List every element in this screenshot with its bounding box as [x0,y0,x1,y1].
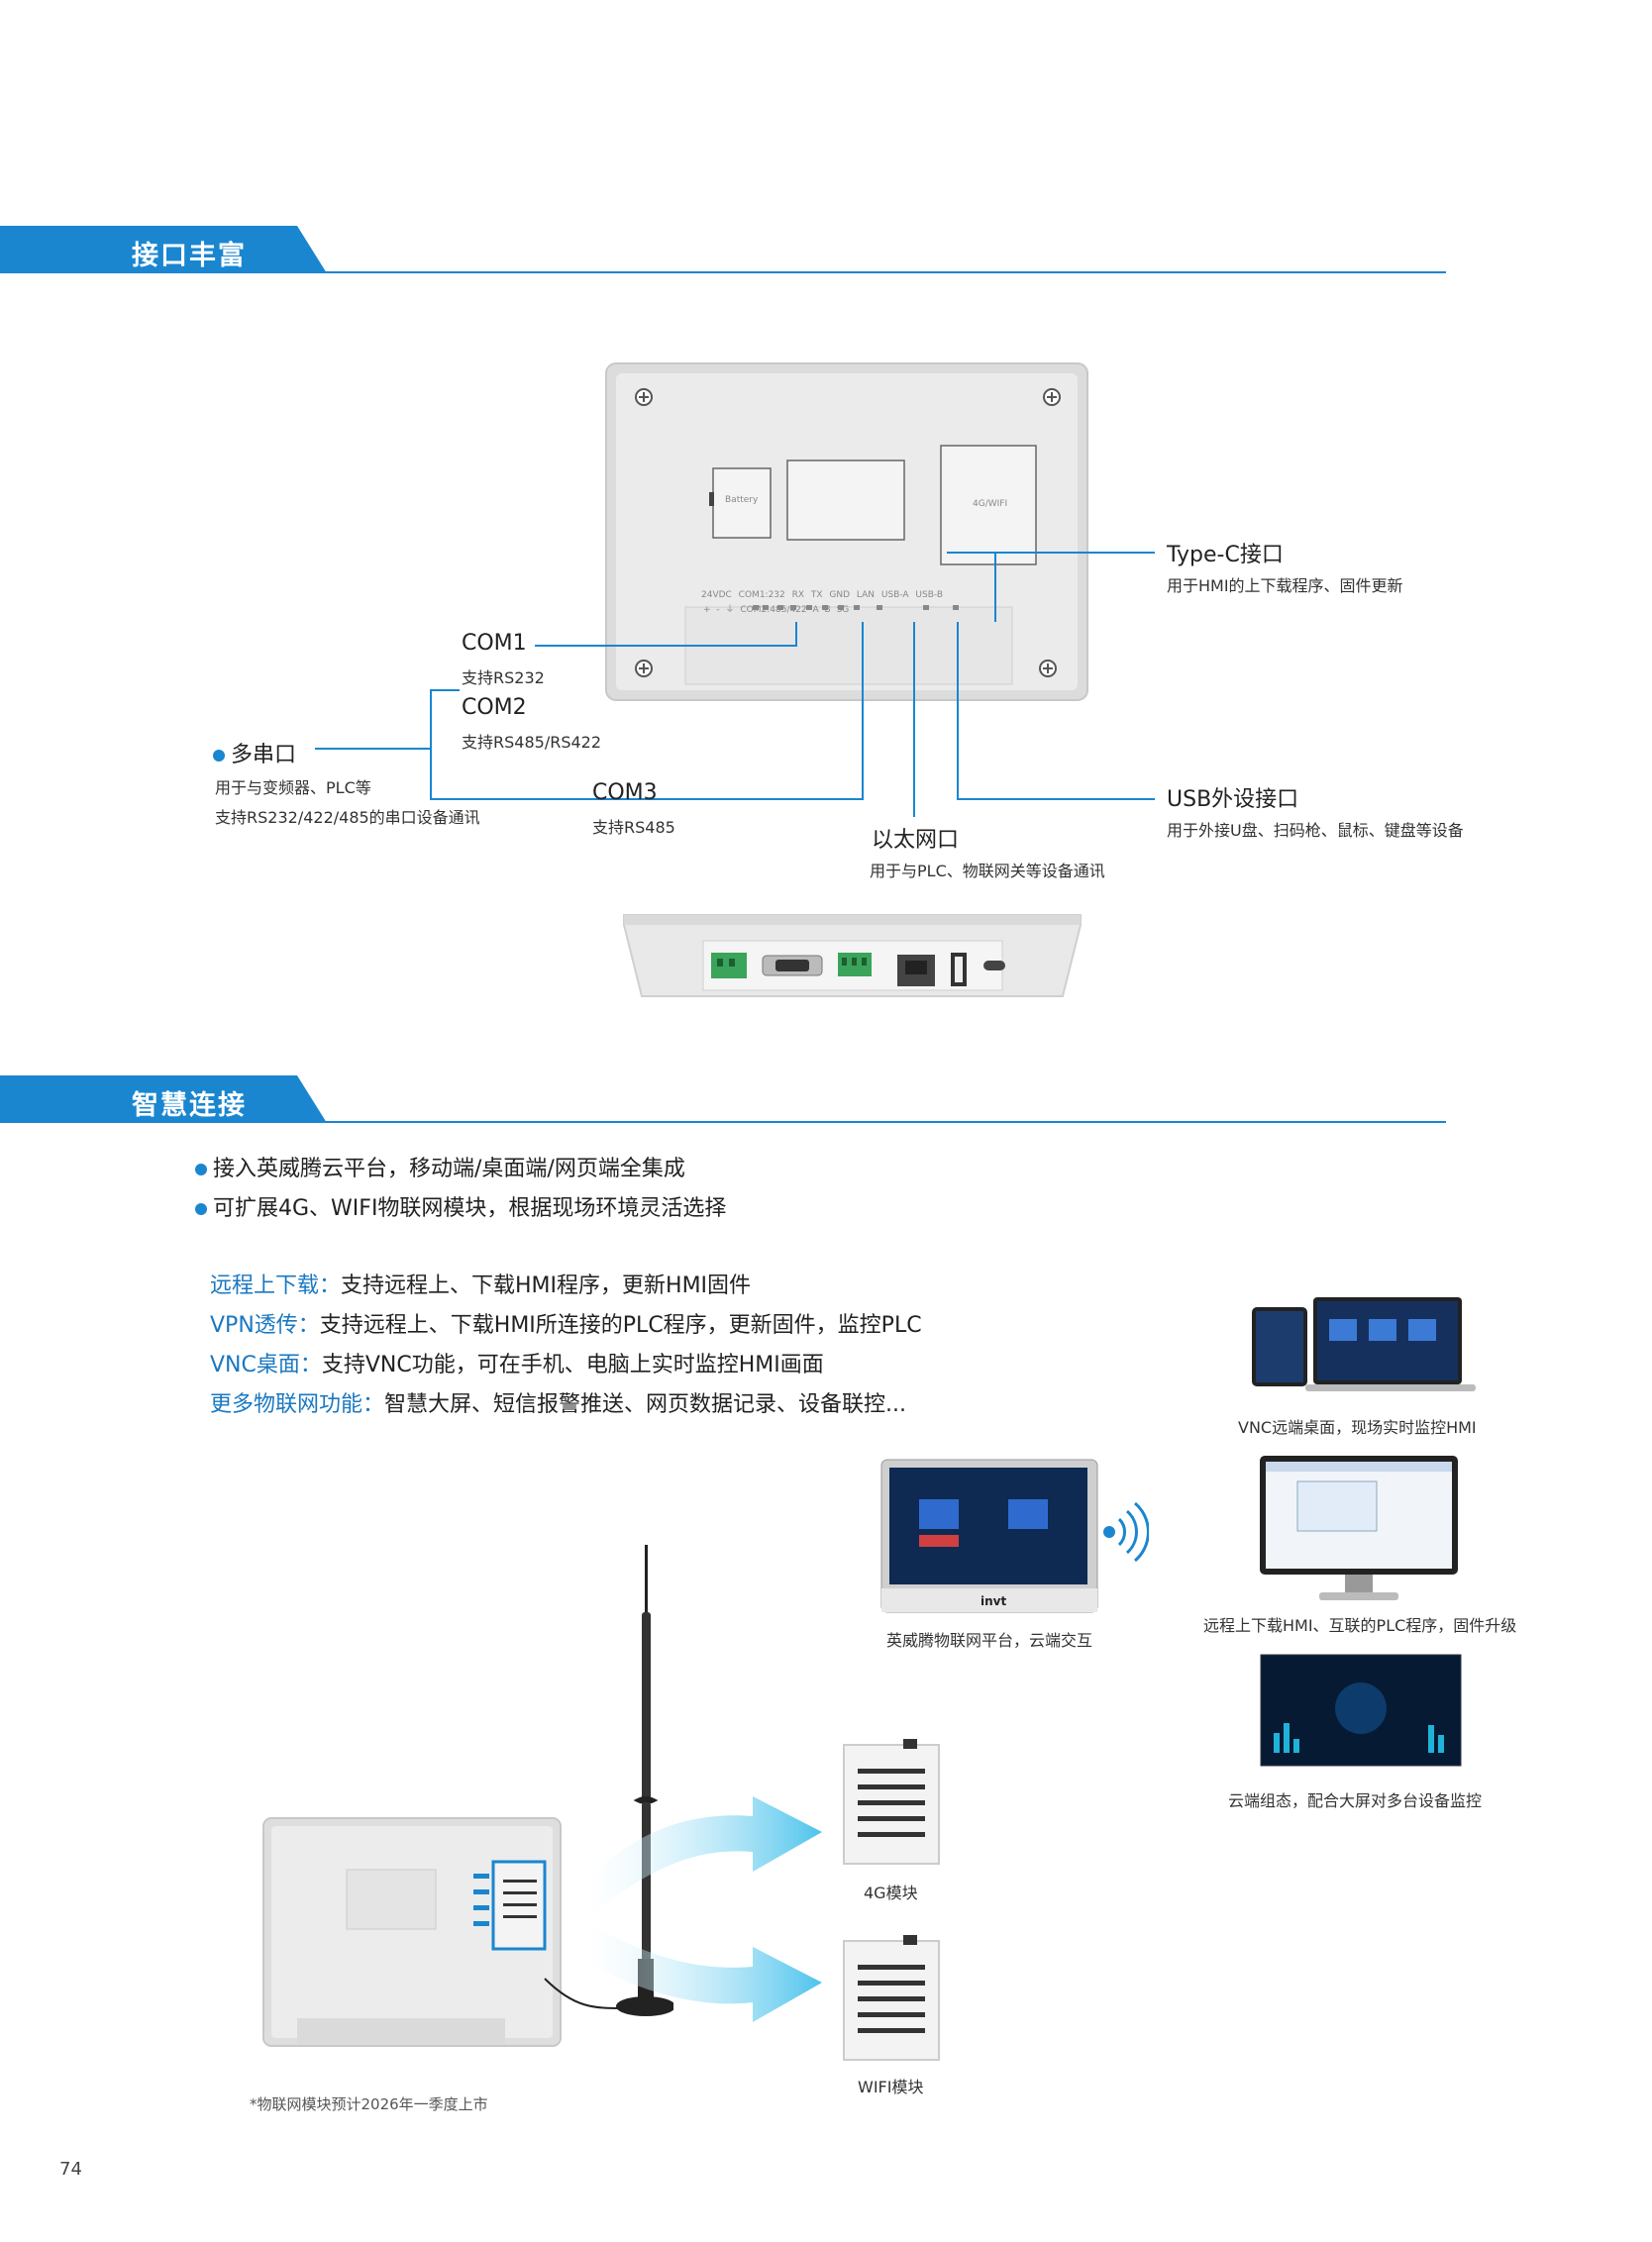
caption-cloud: 英威腾物联网平台，云端交互 [886,1631,1093,1650]
caption-remote: 远程上下载HMI、互联的PLC程序，固件升级 [1203,1616,1517,1635]
usb-desc: 用于外接U盘、扫码枪、鼠标、键盘等设备 [1167,821,1464,840]
feature-key: VNC桌面： [210,1353,322,1377]
com3-title: COM3 [592,780,658,805]
leader-usb-h [957,798,1155,800]
section-rule [317,1121,1446,1123]
arrows-graphic [584,1796,822,2022]
port-labels-row2: + - ⏚ COM2:485/422 A B SG [703,605,850,615]
vnc-devices-image [1252,1297,1476,1391]
caption-wifi: WIFI模块 [858,2078,924,2096]
caption-vnc: VNC远端桌面，现场实时监控HMI [1238,1418,1477,1437]
footnote: *物联网模块预计2026年一季度上市 [250,2095,488,2113]
section-tab [0,226,327,273]
multi-serial-desc2: 支持RS232/422/485的串口设备通讯 [215,808,480,827]
feature-key: 远程上下载： [210,1274,342,1298]
caption-4g: 4G模块 [864,1884,918,1902]
feature-key: 更多物联网功能： [210,1392,385,1417]
com2-title: COM2 [462,695,527,720]
leader-lan-v [913,622,915,817]
remote-monitor-image [1260,1456,1458,1600]
page-number: 74 [59,2159,82,2180]
lan-title: 以太网口 [872,828,960,853]
typec-title: Type-C接口 [1167,543,1284,567]
leader-bracket-mid [315,748,432,750]
hmi-back-illustration [605,362,1088,701]
com1-desc: 支持RS232 [462,668,545,687]
bullet-icon [195,1164,207,1175]
battery-label: Battery [725,495,759,505]
cloud-hmi-image [880,1459,1098,1613]
leader-bracket-v [430,689,432,798]
section-title: 接口丰富 [132,241,247,271]
leader-typec-box [947,552,996,554]
smart-bullet-1-text: 接入英威腾云平台，移动端/桌面端/网页端全集成 [213,1157,685,1181]
feature-vpn: VPN透传：支持远程上、下载HMI所连接的PLC程序，更新固件，监控PLC [210,1307,922,1339]
hmi-brand-logo: invt [981,1594,1007,1608]
module-bay-label: 4G/WIFI [973,499,1008,509]
smart-bullet-2: 可扩展4G、WIFI物联网模块，根据现场环境灵活选择 [195,1190,726,1222]
wireless-signal-icon [1103,1501,1149,1563]
feature-text: 支持远程上、下载HMI程序，更新HMI固件 [341,1274,752,1298]
section-tab [0,1075,327,1123]
com3-desc: 支持RS485 [592,818,675,837]
feature-text: 支持VNC功能，可在手机、电脑上实时监控HMI画面 [321,1353,824,1377]
bullet-icon [213,750,225,762]
usb-title: USB外设接口 [1167,787,1299,812]
feature-key: VPN透传： [210,1313,320,1338]
leader-com1-h [535,645,797,647]
feature-text: 智慧大屏、短信报警推送、网页数据记录、设备联控... [384,1392,906,1417]
hmi-module-antenna-image [262,1545,673,2047]
feature-more-iot: 更多物联网功能：智慧大屏、短信报警推送、网页数据记录、设备联控... [210,1386,906,1418]
leader-typec-v [994,552,996,622]
wifi-module-image [843,1935,940,2061]
leader-com3-v [862,622,864,800]
section-header-interfaces: 接口丰富 [0,226,1446,273]
port-labels-row1: 24VDC COM1:232 RX TX GND LAN USB-A USB-B [701,590,944,600]
leader-com3-h [430,798,864,800]
bullet-icon [195,1203,207,1215]
com1-title: COM1 [462,631,527,656]
section-header-smart: 智慧连接 [0,1075,1446,1123]
leader-com1-v [795,622,797,647]
4g-module-image [843,1739,940,1865]
typec-desc: 用于HMI的上下载程序、固件更新 [1167,576,1403,595]
leader-typec-h2 [1048,552,1155,554]
lan-desc: 用于与PLC、物联网关等设备通讯 [870,862,1105,880]
multi-serial-title-text: 多串口 [231,743,297,767]
leader-usb-v [957,622,959,800]
caption-bigscreen: 云端组态，配合大屏对多台设备监控 [1228,1791,1483,1810]
smart-bullet-2-text: 可扩展4G、WIFI物联网模块，根据现场环境灵活选择 [213,1196,727,1221]
feature-vnc: VNC桌面：支持VNC功能，可在手机、电脑上实时监控HMI画面 [210,1347,824,1378]
multi-serial-title: 多串口 [213,737,296,768]
feature-text: 支持远程上、下载HMI所连接的PLC程序，更新固件，监控PLC [319,1313,922,1338]
section-title: 智慧连接 [132,1090,247,1121]
bigscreen-image [1260,1654,1462,1767]
com2-desc: 支持RS485/RS422 [462,733,602,752]
feature-remote-download: 远程上下载：支持远程上、下载HMI程序，更新HMI固件 [210,1268,751,1299]
leader-typec-h1 [994,552,1048,554]
section-rule [317,271,1446,273]
hmi-bottom-illustration [623,914,1082,997]
leader-bracket-top [430,689,460,691]
multi-serial-desc1: 用于与变频器、PLC等 [215,778,371,797]
smart-bullet-1: 接入英威腾云平台，移动端/桌面端/网页端全集成 [195,1151,685,1182]
